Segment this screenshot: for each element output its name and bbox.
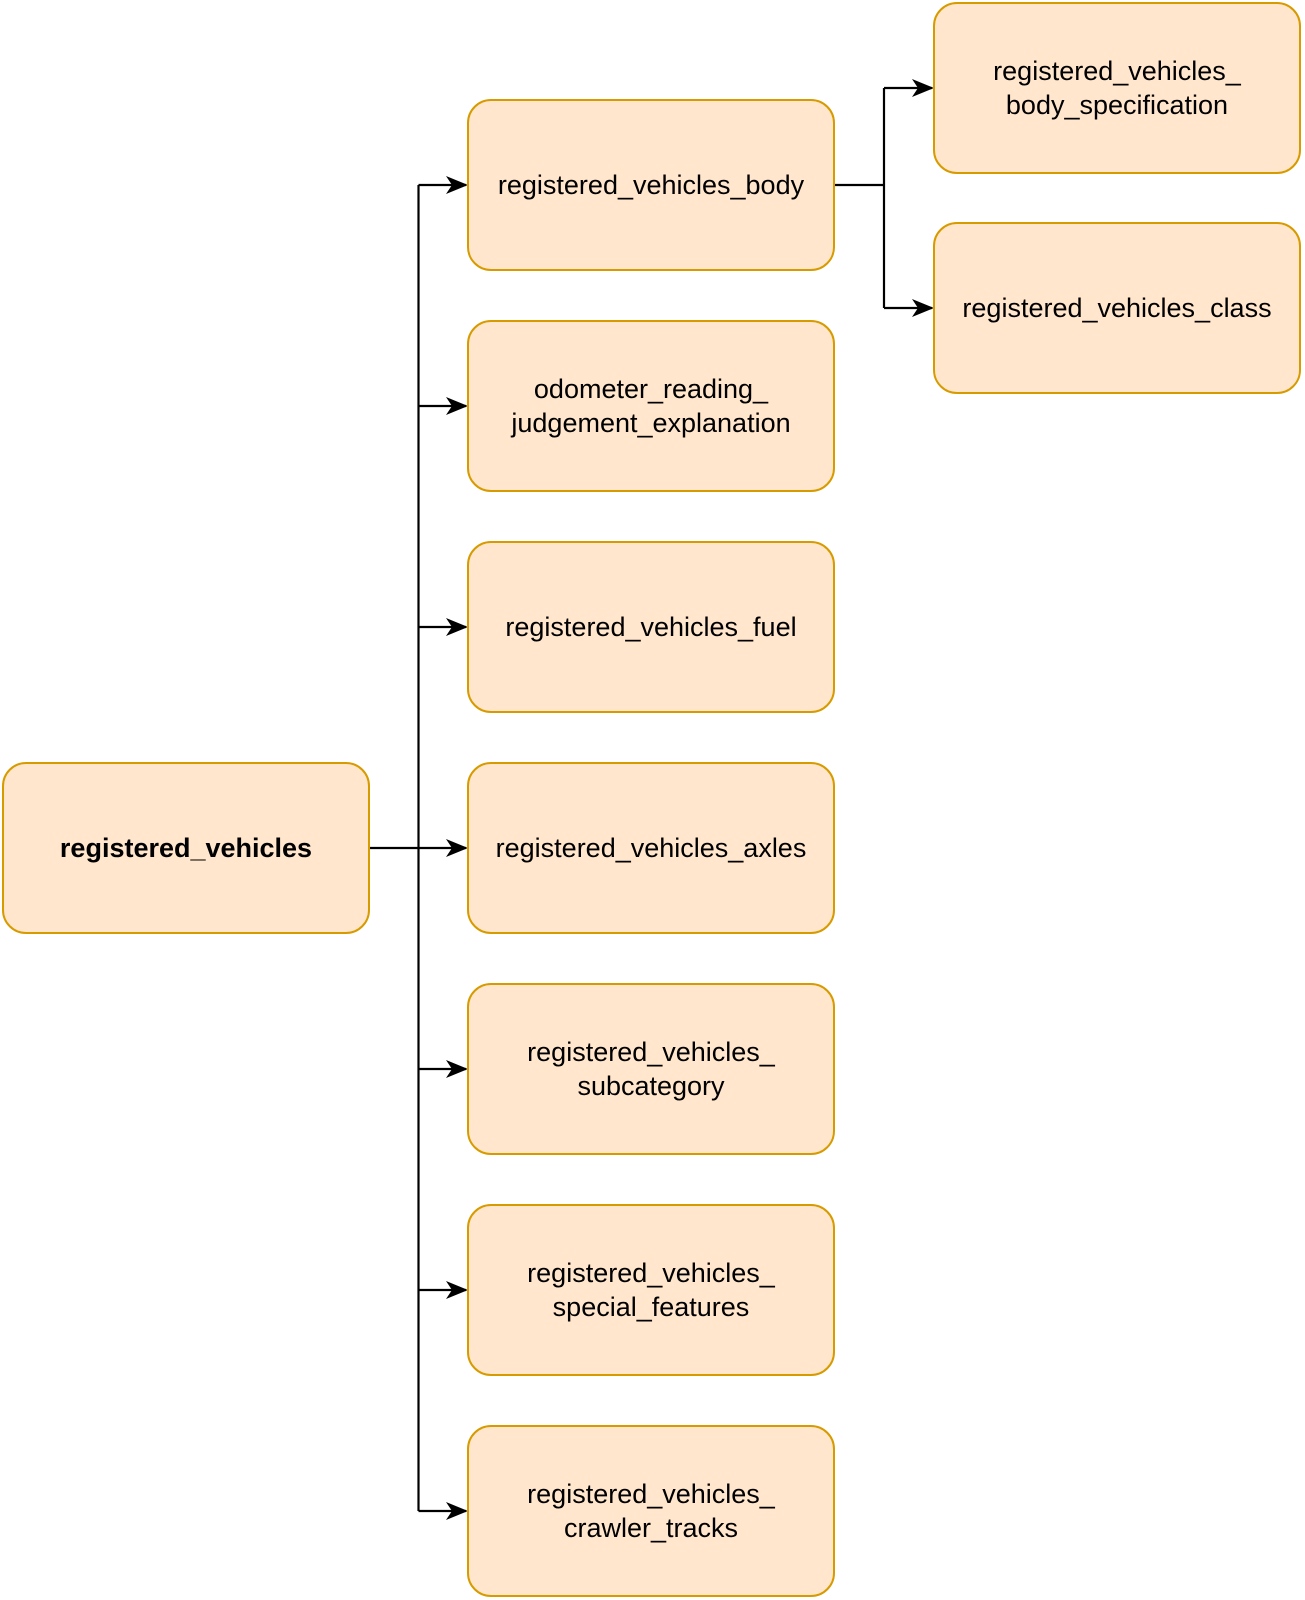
node-label: registered_vehicles_ crawler_tracks [527,1479,775,1543]
node-label: registered_vehicles_axles [495,833,807,863]
node-registered-vehicles[interactable]: registered_vehicles [2,762,370,934]
node-registered-vehicles-crawler-tracks[interactable]: registered_vehicles_ crawler_tracks [467,1425,835,1597]
node-registered-vehicles-axles[interactable]: registered_vehicles_axles [467,762,835,934]
node-registered-vehicles-fuel[interactable]: registered_vehicles_fuel [467,541,835,713]
node-label: odometer_reading_ judgement_explanation [511,374,791,438]
node-label: registered_vehicles_class [962,293,1272,323]
node-label: registered_vehicles_ subcategory [527,1037,775,1101]
node-registered-vehicles-body[interactable]: registered_vehicles_body [467,99,835,271]
node-registered-vehicles-body-specification[interactable]: registered_vehicles_ body_specification [933,2,1301,174]
node-registered-vehicles-special-features[interactable]: registered_vehicles_ special_features [467,1204,835,1376]
node-label: registered_vehicles_ special_features [527,1258,775,1322]
node-registered-vehicles-class[interactable]: registered_vehicles_class [933,222,1301,394]
node-label: registered_vehicles_ body_specification [993,56,1241,120]
node-label: registered_vehicles_body [497,170,805,200]
node-label: registered_vehicles_fuel [505,612,797,642]
node-label: registered_vehicles [59,833,313,863]
node-odometer-reading-judgement-explanation[interactable]: odometer_reading_ judgement_explanation [467,320,835,492]
node-registered-vehicles-subcategory[interactable]: registered_vehicles_ subcategory [467,983,835,1155]
